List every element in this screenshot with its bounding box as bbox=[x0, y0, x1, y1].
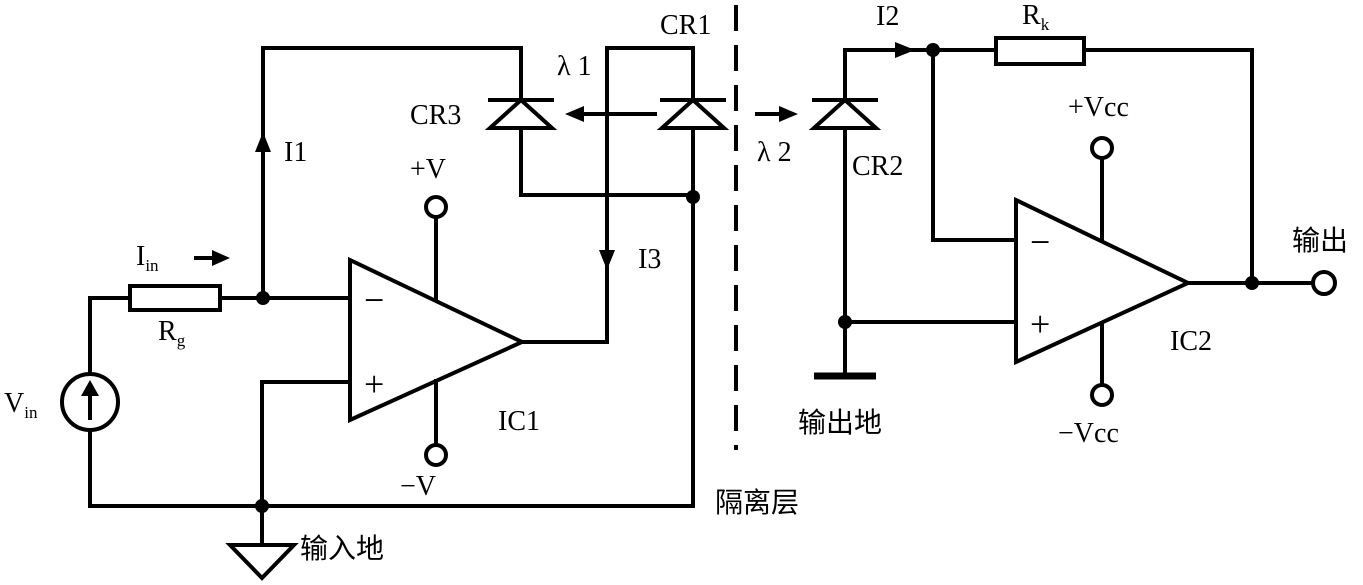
label-isolation: 隔离层 bbox=[715, 486, 799, 519]
label-i1: I1 bbox=[284, 137, 307, 168]
label-ic2-minus: − bbox=[1030, 222, 1050, 262]
terminal-plus-vcc bbox=[1090, 136, 1114, 160]
terminal-minus-v bbox=[424, 443, 448, 467]
terminal-output bbox=[1311, 270, 1337, 296]
arrow-iin bbox=[212, 250, 230, 266]
label-input-ground: 输入地 bbox=[300, 532, 384, 565]
label-cr1: CR1 bbox=[660, 10, 711, 41]
label-minus-v: −V bbox=[400, 471, 436, 502]
light-arrow-lambda1 bbox=[565, 106, 657, 122]
label-plus-v: +V bbox=[410, 154, 446, 185]
label-i2: I2 bbox=[876, 1, 899, 32]
label-i3: I3 bbox=[638, 244, 661, 275]
light-arrow-lambda2 bbox=[755, 106, 798, 122]
label-lambda1: λ 1 bbox=[557, 51, 592, 82]
label-ic2: IC2 bbox=[1170, 326, 1212, 357]
label-ic1-minus: − bbox=[364, 280, 384, 320]
label-rg: Rg bbox=[158, 316, 186, 350]
label-ic1: IC1 bbox=[498, 406, 540, 437]
terminal-plus-v bbox=[424, 195, 448, 219]
photodiode-cr2 bbox=[808, 48, 935, 376]
label-rk: Rk bbox=[1022, 0, 1050, 34]
current-source-vin bbox=[60, 372, 120, 432]
label-cr2: CR2 bbox=[852, 151, 903, 182]
wire-ic2-inverting bbox=[931, 48, 1018, 242]
photodiode-cr3 bbox=[484, 97, 558, 197]
arrow-i3 bbox=[599, 250, 615, 270]
wire-feedback-i1 bbox=[261, 46, 523, 300]
wire-rk-to-output bbox=[1082, 48, 1254, 285]
junction-output-ground bbox=[838, 315, 852, 329]
wire-ic1-noninverting bbox=[260, 380, 352, 508]
label-lambda2: λ 2 bbox=[757, 137, 792, 168]
label-minus-vcc: −Vcc bbox=[1058, 418, 1119, 449]
label-plus-vcc: +Vcc bbox=[1068, 92, 1129, 123]
wire-vin-to-ground bbox=[88, 428, 264, 508]
label-cr3: CR3 bbox=[410, 100, 461, 131]
label-output: 输出 bbox=[1292, 224, 1348, 257]
ground-symbol-input bbox=[225, 543, 299, 581]
label-ic1-plus: + bbox=[364, 364, 384, 404]
resistor-rk bbox=[994, 36, 1086, 66]
label-output-ground: 输出地 bbox=[798, 406, 882, 439]
junction-output bbox=[1245, 276, 1259, 290]
label-iin: Iin bbox=[136, 241, 159, 275]
wire-cr1-ground-return bbox=[260, 193, 695, 508]
wire-vin-to-rg bbox=[88, 296, 132, 376]
led-cr1 bbox=[605, 46, 730, 197]
arrow-i2 bbox=[895, 42, 915, 58]
label-vin: Vin bbox=[4, 388, 38, 422]
wire-i3 bbox=[520, 108, 609, 344]
terminal-minus-vcc bbox=[1090, 383, 1114, 407]
resistor-rg bbox=[128, 284, 222, 312]
label-ic2-plus: + bbox=[1030, 304, 1050, 344]
arrow-i1 bbox=[255, 132, 271, 152]
